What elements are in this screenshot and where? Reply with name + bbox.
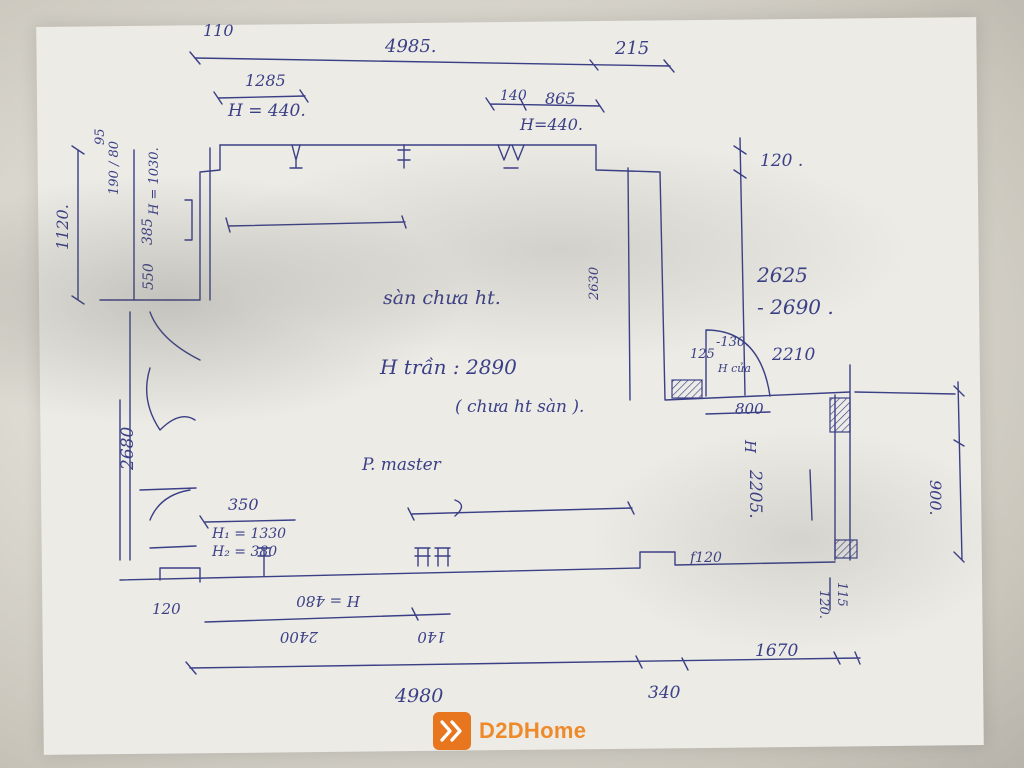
dim-190-80: 190 / 80 — [107, 141, 122, 195]
dim-2630: 2630 — [587, 267, 602, 301]
hatched-column — [671, 379, 703, 399]
note-ceiling-sub: ( chưa ht sàn ). — [455, 397, 584, 417]
dim-140-bottom: 140 — [417, 628, 446, 646]
dim-865: 865 — [545, 89, 576, 108]
dim-215: 215 — [614, 38, 649, 59]
dim-h440-right: H=440. — [519, 115, 583, 134]
dim-h480: H = 480 — [296, 592, 361, 610]
interior-dimensions — [185, 215, 861, 675]
dim-550: 550 — [141, 263, 157, 290]
dim-350: 350 — [228, 495, 259, 514]
dim-340: 340 — [648, 683, 681, 703]
door-swing — [705, 329, 771, 397]
dim-2210: 2210 — [771, 345, 815, 365]
dim-800: 800 — [735, 400, 764, 418]
dim-4985: 4985. — [384, 36, 437, 57]
note-ceiling-height: H trần : 2890 — [379, 355, 517, 379]
dim-f120: f120 — [689, 550, 722, 566]
room-label: P. master — [361, 455, 442, 475]
fixture-symbols — [184, 144, 525, 577]
dim-120-top: 120 . — [760, 151, 803, 171]
dim-120-right: 120. — [816, 590, 831, 619]
dim-h1330: H₁ = 1330 — [211, 526, 286, 542]
dim-900: 900. — [926, 480, 945, 516]
dim-h380: H₂ = 380 — [211, 544, 277, 560]
dim-110: 110 — [203, 21, 234, 40]
hatched-column — [829, 397, 851, 433]
vertical-dimensions — [71, 137, 965, 611]
dim-2680: 2680 — [118, 427, 138, 471]
dim-h-vs: H — [741, 439, 759, 454]
dim-1285: 1285 — [245, 71, 286, 90]
dim-120-bottom: 120 — [152, 600, 181, 618]
top-dimensions — [189, 51, 675, 113]
dim-1120: 1120. — [53, 204, 72, 250]
wall-outline — [99, 144, 956, 583]
dim-95: 95 — [93, 128, 108, 145]
dim-125: 125 — [690, 347, 715, 362]
double-chevron-logo-icon — [433, 712, 471, 750]
hatched-column — [834, 539, 858, 559]
dim-2205: 2205. — [745, 469, 765, 519]
dim-140-top: 140 — [500, 88, 527, 104]
door-height-label: H cửa — [717, 362, 751, 375]
logo-text: D2DHome — [479, 718, 587, 743]
left-curves — [129, 311, 201, 561]
dim-4980: 4980 — [394, 685, 443, 707]
dim-2625: 2625 — [756, 263, 808, 287]
dim-385: 385 — [140, 218, 156, 245]
dim-2400: 2400 — [279, 628, 319, 646]
note-floor: sàn chưa ht. — [383, 287, 501, 309]
dim-130: -130. — [716, 335, 749, 350]
dim-h1030: H = 1030. — [147, 147, 162, 216]
dim-115: 115 — [834, 582, 849, 607]
dim-1670: 1670 — [755, 641, 798, 661]
d2dhome-logo: D2DHome — [433, 712, 586, 750]
dim-2690: - 2690 . — [757, 295, 834, 319]
dim-h440-left: H = 440. — [227, 101, 306, 121]
